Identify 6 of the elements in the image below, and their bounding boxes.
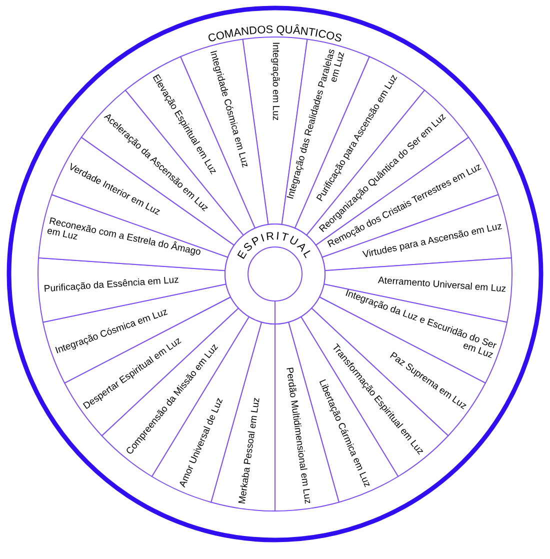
segment-label: Merkaba Pessoal em Luz [238, 396, 264, 505]
segment-label: Purificação da Essência em Luz [43, 275, 180, 296]
segment-label: Reconexão com a Estrela do Âmago em Luz [46, 216, 203, 260]
wheel-segment [38, 257, 227, 323]
segment-label: Integração em Luz [270, 42, 280, 122]
segment-label: Aterramento Universal em Luz [378, 276, 507, 295]
